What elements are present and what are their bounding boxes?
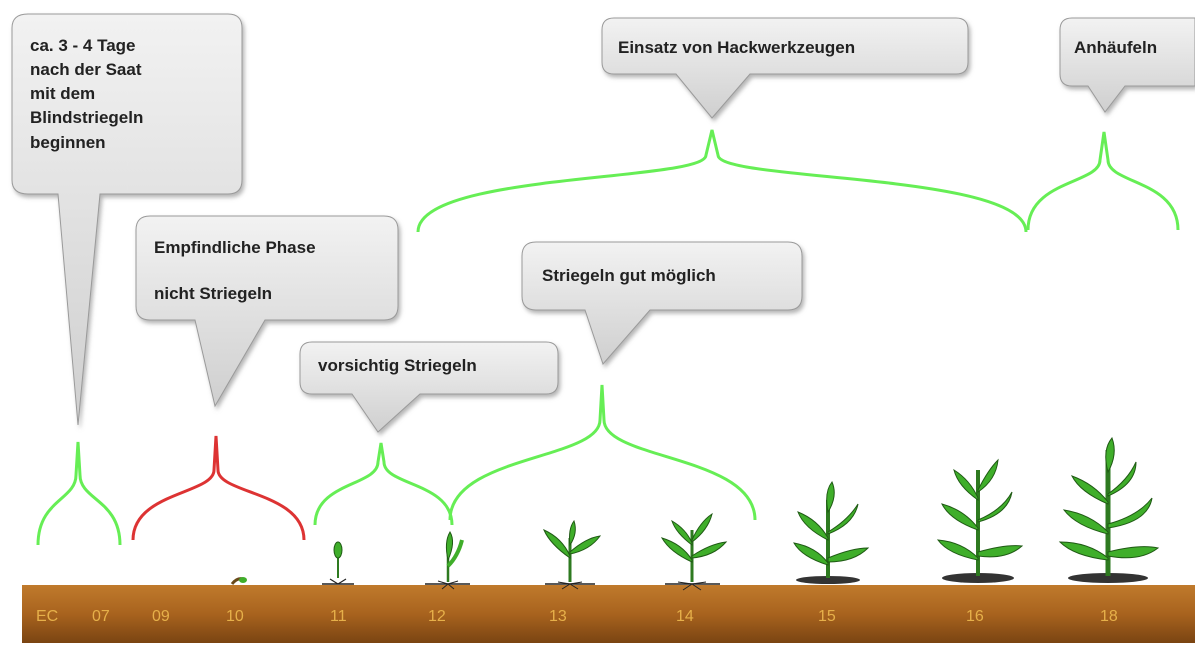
callout-careful-text: vorsichtig Striegeln: [318, 356, 477, 375]
callout-careful-harrowing: [299, 341, 559, 433]
brace-hilling: [1026, 131, 1180, 231]
plant-ec15: [793, 481, 870, 584]
ec-stage-label: 11: [330, 608, 347, 625]
plant-ec10: [230, 577, 247, 585]
brace-good-harrowing: [448, 384, 757, 521]
ec-stage-label: 16: [966, 608, 984, 625]
ec-stage-label: 18: [1100, 608, 1118, 625]
brace-hoeing: [416, 129, 1028, 233]
plant-ec12: [425, 531, 470, 590]
callout-hoeing: [601, 17, 969, 119]
plant-ec18: [1058, 437, 1160, 583]
callout-good-text: Striegeln gut möglich: [542, 266, 716, 285]
brace-sensitive-phase: [131, 435, 306, 541]
callout-sensitive-text-line1: Empfindliche Phase: [154, 238, 316, 257]
ec-stage-label: 12: [428, 608, 446, 625]
callout-good-harrowing: [521, 241, 803, 365]
plant-ec14: [660, 512, 728, 591]
callout-blind-text: ca. 3 - 4 Tage nach der Saat mit dem Bli…: [30, 36, 144, 152]
callout-hill-text: Anhäufeln: [1074, 38, 1158, 57]
soil-timeline-bar: [22, 585, 1195, 643]
brace-careful-harrowing: [313, 442, 454, 526]
ec-stage-label: 14: [676, 608, 694, 625]
callout-blind-harrowing: [11, 13, 243, 426]
ec-stage-label: 07: [92, 608, 110, 625]
plant-ec11: [322, 541, 354, 585]
callout-hilling: [1059, 17, 1195, 113]
callout-sensitive-text-line2: nicht Striegeln: [154, 284, 273, 303]
callout-sensitive-phase: [135, 215, 399, 408]
ec-stage-label: 15: [818, 608, 836, 625]
ec-stage-label: 13: [549, 608, 567, 625]
plant-ec16: [936, 458, 1024, 583]
timeline-prefix: EC: [36, 608, 59, 625]
ec-stage-label: 09: [152, 608, 170, 625]
brace-blind-harrowing: [36, 441, 122, 546]
ec-stage-label: 10: [226, 608, 244, 625]
plant-ec13: [543, 519, 602, 590]
callout-hoe-text: Einsatz von Hackwerkzeugen: [618, 38, 856, 57]
